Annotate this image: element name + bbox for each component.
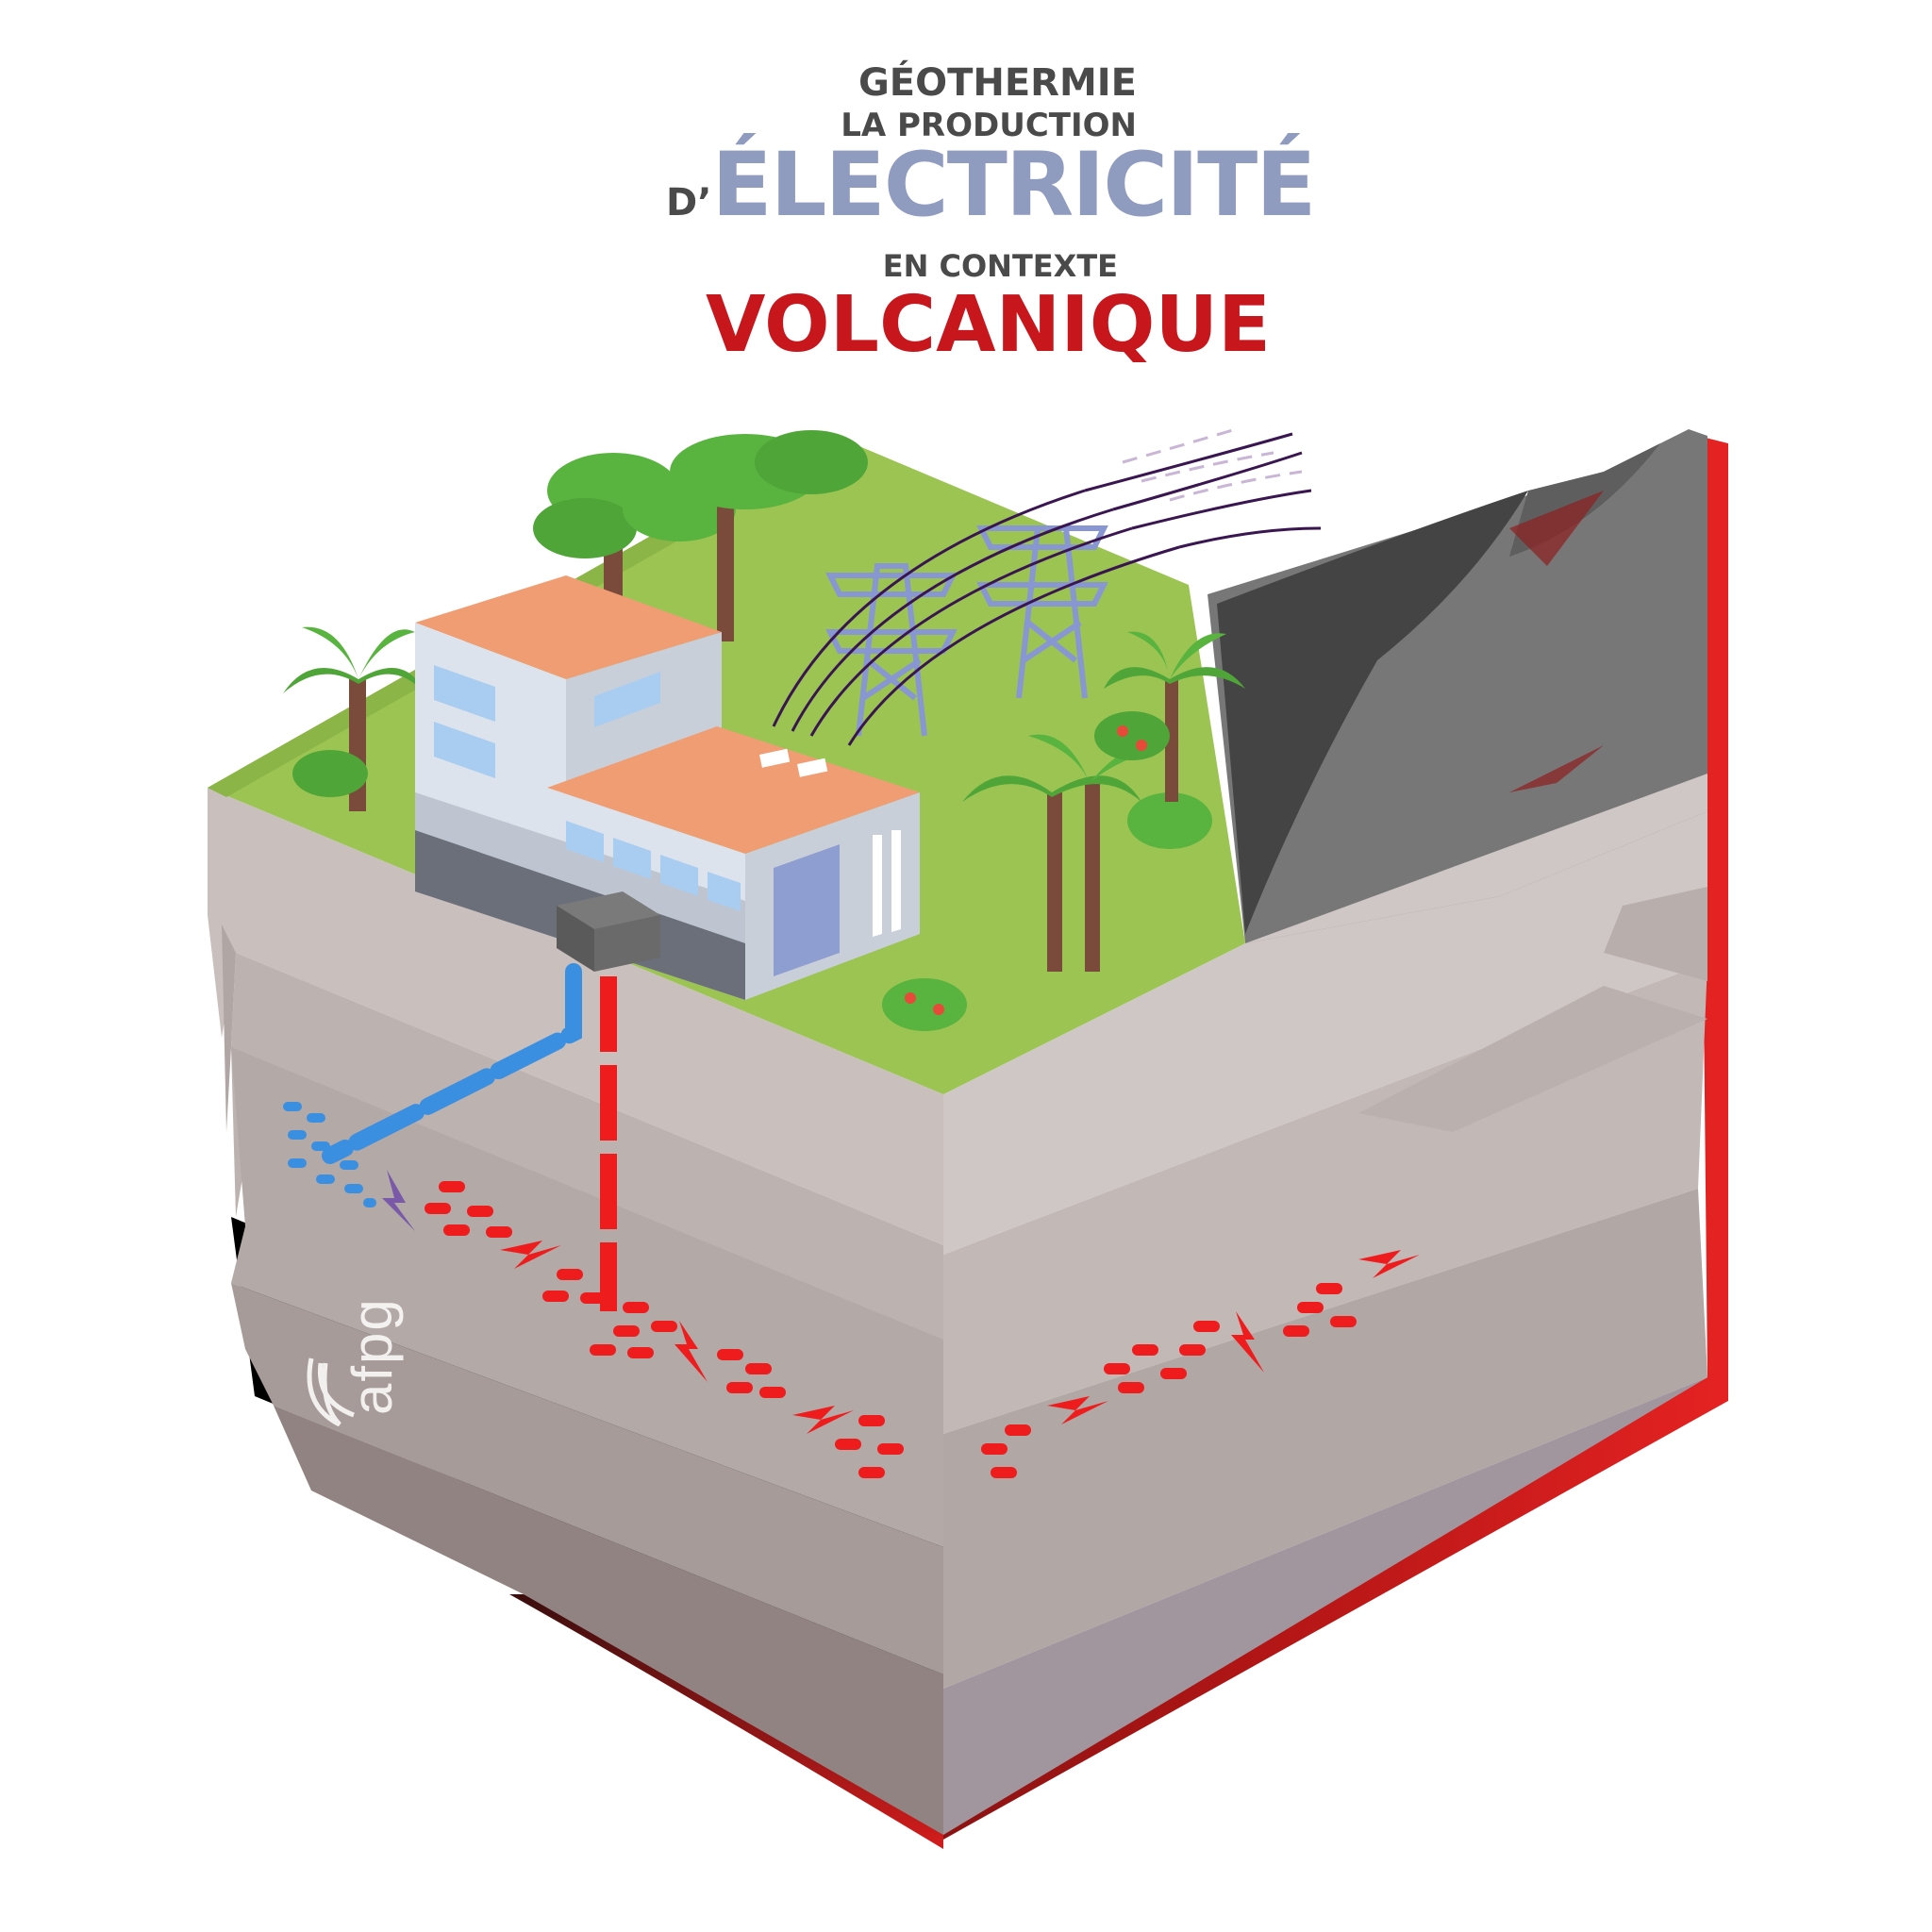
wellhead-icon <box>557 891 660 972</box>
tree-icon <box>533 430 868 641</box>
title-line-contexte: EN CONTEXTE <box>882 248 1118 284</box>
title-prefix: D’ <box>666 181 712 225</box>
heat-lightning-icon <box>382 1170 1420 1434</box>
bush-icon <box>882 978 967 1031</box>
volcano <box>1208 429 1707 943</box>
title-line-electricite: D’ÉLECTRICITÉ <box>666 142 1316 230</box>
power-lines-dashed <box>1122 427 1303 502</box>
title-line-production: LA PRODUCTION <box>841 107 1137 144</box>
palm-tree-icon <box>962 734 1212 972</box>
palm-tree-icon <box>1094 631 1245 802</box>
cold-water-pipe <box>322 963 582 1164</box>
power-pylon-icon <box>825 525 1108 737</box>
title-line-geothermie: GÉOTHERMIE <box>858 61 1137 105</box>
title-electricite-word: ÉLECTRICITÉ <box>711 134 1316 237</box>
title-line-volcanique: VOLCANIQUE <box>706 280 1272 370</box>
hot-reservoir <box>425 1181 1357 1478</box>
afpg-logo-text: afpg <box>341 1297 404 1415</box>
power-lines <box>772 432 1322 746</box>
right-face-strata <box>943 764 1707 1835</box>
palm-tree-icon <box>283 626 425 811</box>
afpg-logo-icon <box>307 1357 355 1427</box>
power-plant-icon <box>415 575 920 1000</box>
water-drop-icon <box>283 1102 376 1208</box>
